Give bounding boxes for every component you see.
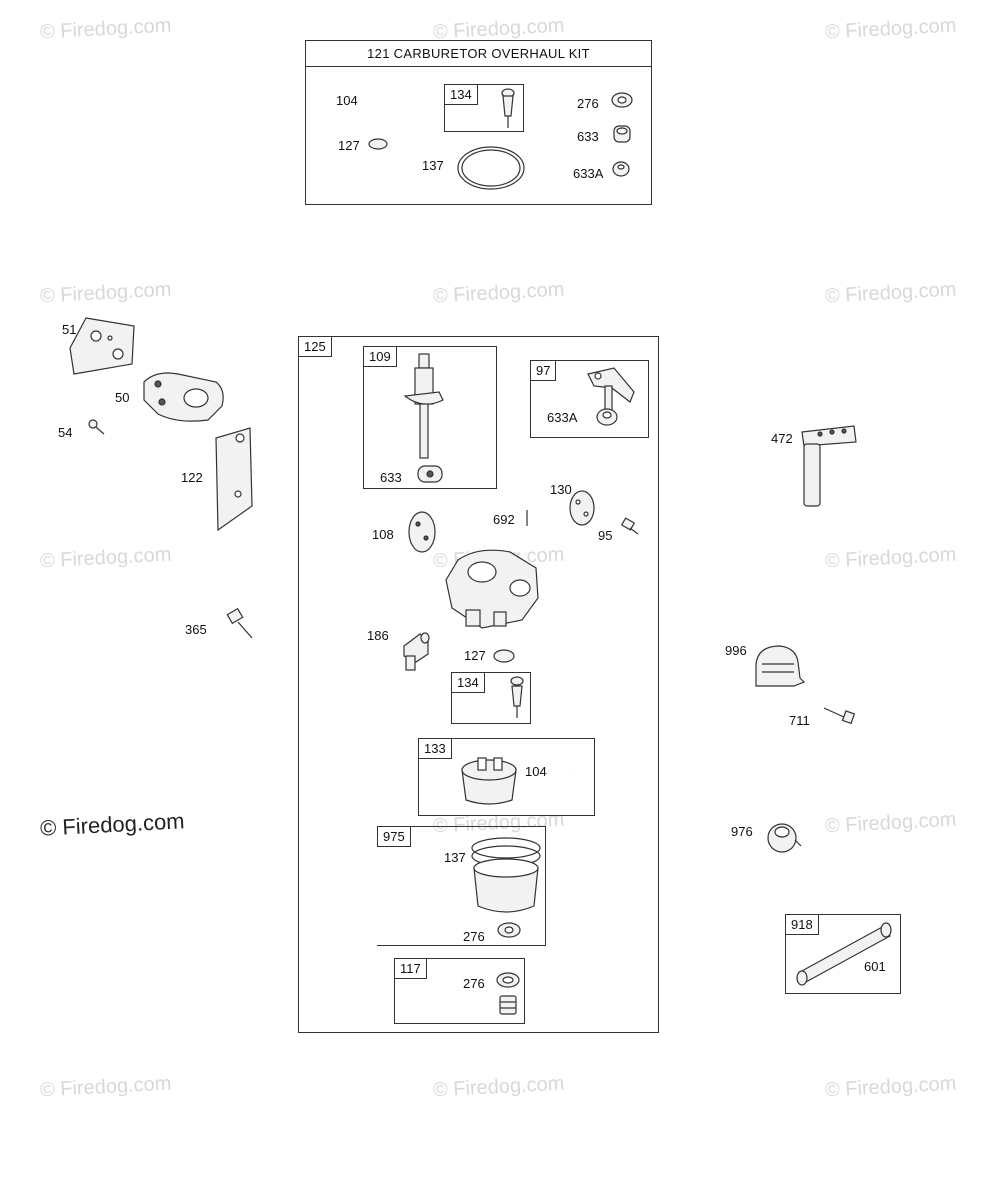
tube-icon (801, 425, 857, 507)
sub-box-97: 97 (530, 360, 649, 438)
overhaul-kit-title: 121 CARBURETOR OVERHAUL KIT (306, 41, 651, 67)
part-label: 95 (598, 528, 613, 543)
part-label: 127 (464, 648, 486, 663)
float-bowl-icon (471, 837, 541, 913)
sub-tag: 975 (377, 827, 411, 847)
kit-sub-134: 134 (444, 84, 524, 132)
sub-tag: 97 (531, 361, 557, 381)
part-label: 54 (58, 425, 73, 440)
part-label: 633 (577, 129, 599, 144)
part-label: 633A (547, 410, 578, 425)
screw-icon (88, 419, 105, 435)
spring-icon (526, 510, 528, 526)
part-label: 50 (115, 390, 130, 405)
screw-icon (620, 517, 639, 535)
welch-plug-icon (493, 649, 515, 663)
heat-shield-icon (215, 427, 253, 532)
watermark: © Firedog.com (824, 808, 957, 838)
watermark: © Firedog.com (39, 278, 172, 308)
inlet-needle-icon (501, 88, 515, 128)
washer-icon (497, 922, 521, 938)
watermark: © Firedog.com (39, 543, 172, 573)
watermark: © Firedog.com (39, 14, 172, 44)
watermark: © Firedog.com (824, 14, 957, 44)
choke-plate-icon (569, 490, 595, 526)
part-label: 472 (771, 431, 793, 446)
watermark: © Firedog.com (824, 278, 957, 308)
intake-manifold-icon (143, 372, 224, 422)
seal-icon (417, 465, 443, 483)
washer-icon (611, 92, 633, 108)
part-label: 711 (789, 713, 810, 728)
part-label: 137 (422, 158, 444, 173)
sub-tag: 117 (395, 959, 427, 979)
part-label: 365 (185, 622, 207, 637)
screw-icon (823, 707, 856, 725)
watermark-bold: © Firedog.com (39, 808, 186, 841)
part-label: 127 (338, 138, 360, 153)
part-label: 130 (550, 482, 572, 497)
choke-shaft-icon (587, 367, 635, 419)
welch-plug-icon (368, 138, 388, 150)
part-label: 276 (463, 976, 485, 991)
bolt-icon (226, 607, 253, 639)
watermark: © Firedog.com (432, 1072, 565, 1102)
watermark: © Firedog.com (39, 1072, 172, 1102)
sub-box-918: 918 (785, 914, 901, 994)
watermark: © Firedog.com (824, 1072, 957, 1102)
part-label: 108 (372, 527, 394, 542)
bowl-nut-icon (496, 972, 520, 1015)
fuel-line-icon (796, 922, 892, 986)
seal-icon (596, 408, 618, 426)
part-label: 633A (573, 166, 604, 181)
carburetor-body-icon (445, 549, 539, 629)
gasket-icon (69, 317, 135, 375)
pin-icon (551, 758, 571, 774)
watermark: © Firedog.com (824, 543, 957, 573)
sub-tag: 125 (299, 337, 332, 357)
carburetor-assembly-box: 125 (298, 336, 659, 1033)
seal-icon (612, 161, 630, 177)
sub-box-975: 975 (377, 826, 546, 946)
part-label: 122 (181, 470, 203, 485)
part-label: 276 (577, 96, 599, 111)
part-label: 996 (725, 643, 747, 658)
sub-tag: 133 (419, 739, 452, 759)
part-label: 601 (864, 959, 886, 974)
sub-tag: 918 (786, 915, 819, 935)
inlet-needle-icon (510, 676, 524, 718)
sub-box-133: 133 (418, 738, 595, 816)
overhaul-kit-box: 121 CARBURETOR OVERHAUL KIT (305, 40, 652, 205)
sub-tag: 134 (445, 85, 478, 105)
throttle-plate-icon (408, 511, 436, 553)
o-ring-icon (457, 146, 525, 190)
throttle-shaft-icon (403, 353, 444, 459)
part-label: 137 (444, 850, 466, 865)
fuel-inlet-icon (403, 632, 430, 671)
watermark: © Firedog.com (432, 278, 565, 308)
sub-tag: 134 (452, 673, 485, 693)
grommet-icon (767, 823, 802, 853)
cover-icon (755, 645, 806, 687)
part-label: 276 (463, 929, 485, 944)
part-label: 104 (336, 93, 358, 108)
part-label: 51 (62, 322, 77, 337)
sub-box-109: 109 (363, 346, 497, 489)
part-label: 692 (493, 512, 515, 527)
sub-tag: 109 (364, 347, 397, 367)
float-icon (461, 757, 517, 805)
pin-icon (369, 90, 389, 104)
sub-box-117: 117 (394, 958, 525, 1024)
sub-box-134: 134 (451, 672, 531, 724)
part-label: 186 (367, 628, 389, 643)
part-label: 104 (525, 764, 547, 779)
part-label: 976 (731, 824, 753, 839)
part-label: 633 (380, 470, 402, 485)
seal-icon (613, 125, 631, 143)
